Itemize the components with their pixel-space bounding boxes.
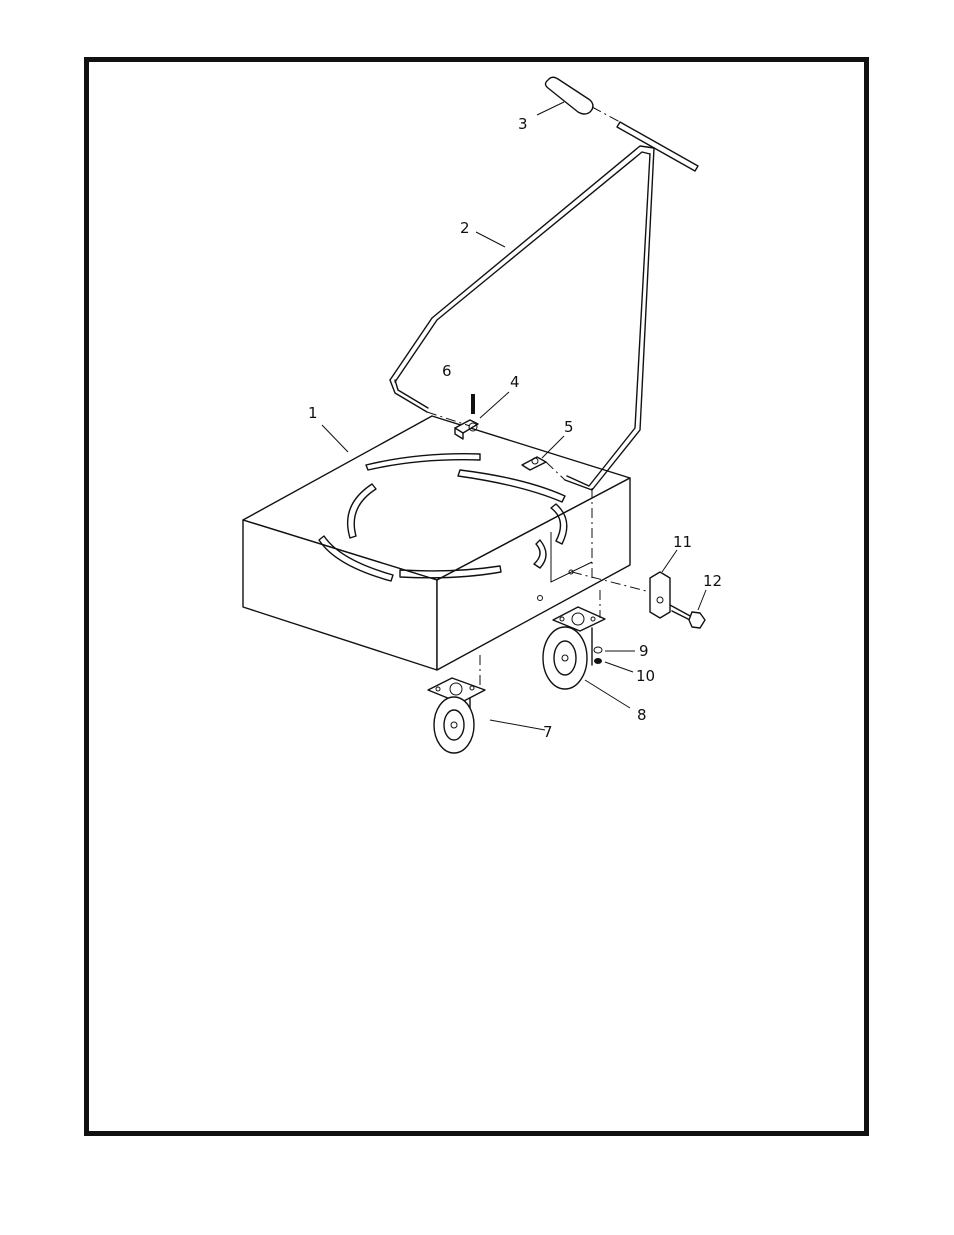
callout-5: 5	[564, 418, 574, 436]
callout-12: 12	[703, 572, 722, 590]
callout-10: 10	[636, 667, 655, 685]
hex-nut	[594, 658, 602, 664]
callout-3: 3	[518, 115, 528, 133]
mounting-bolt	[670, 605, 705, 628]
callout-6: 6	[442, 362, 452, 380]
callout-8: 8	[637, 706, 647, 724]
handle-grip	[546, 77, 621, 122]
callout-1: 1	[308, 404, 318, 422]
callout-11: 11	[673, 533, 692, 551]
callout-9: 9	[639, 642, 649, 660]
callout-7: 7	[543, 723, 553, 741]
hinge-pin	[471, 394, 475, 414]
callout-2: 2	[460, 219, 470, 237]
lock-washer	[594, 647, 602, 653]
callout-4: 4	[510, 373, 520, 391]
